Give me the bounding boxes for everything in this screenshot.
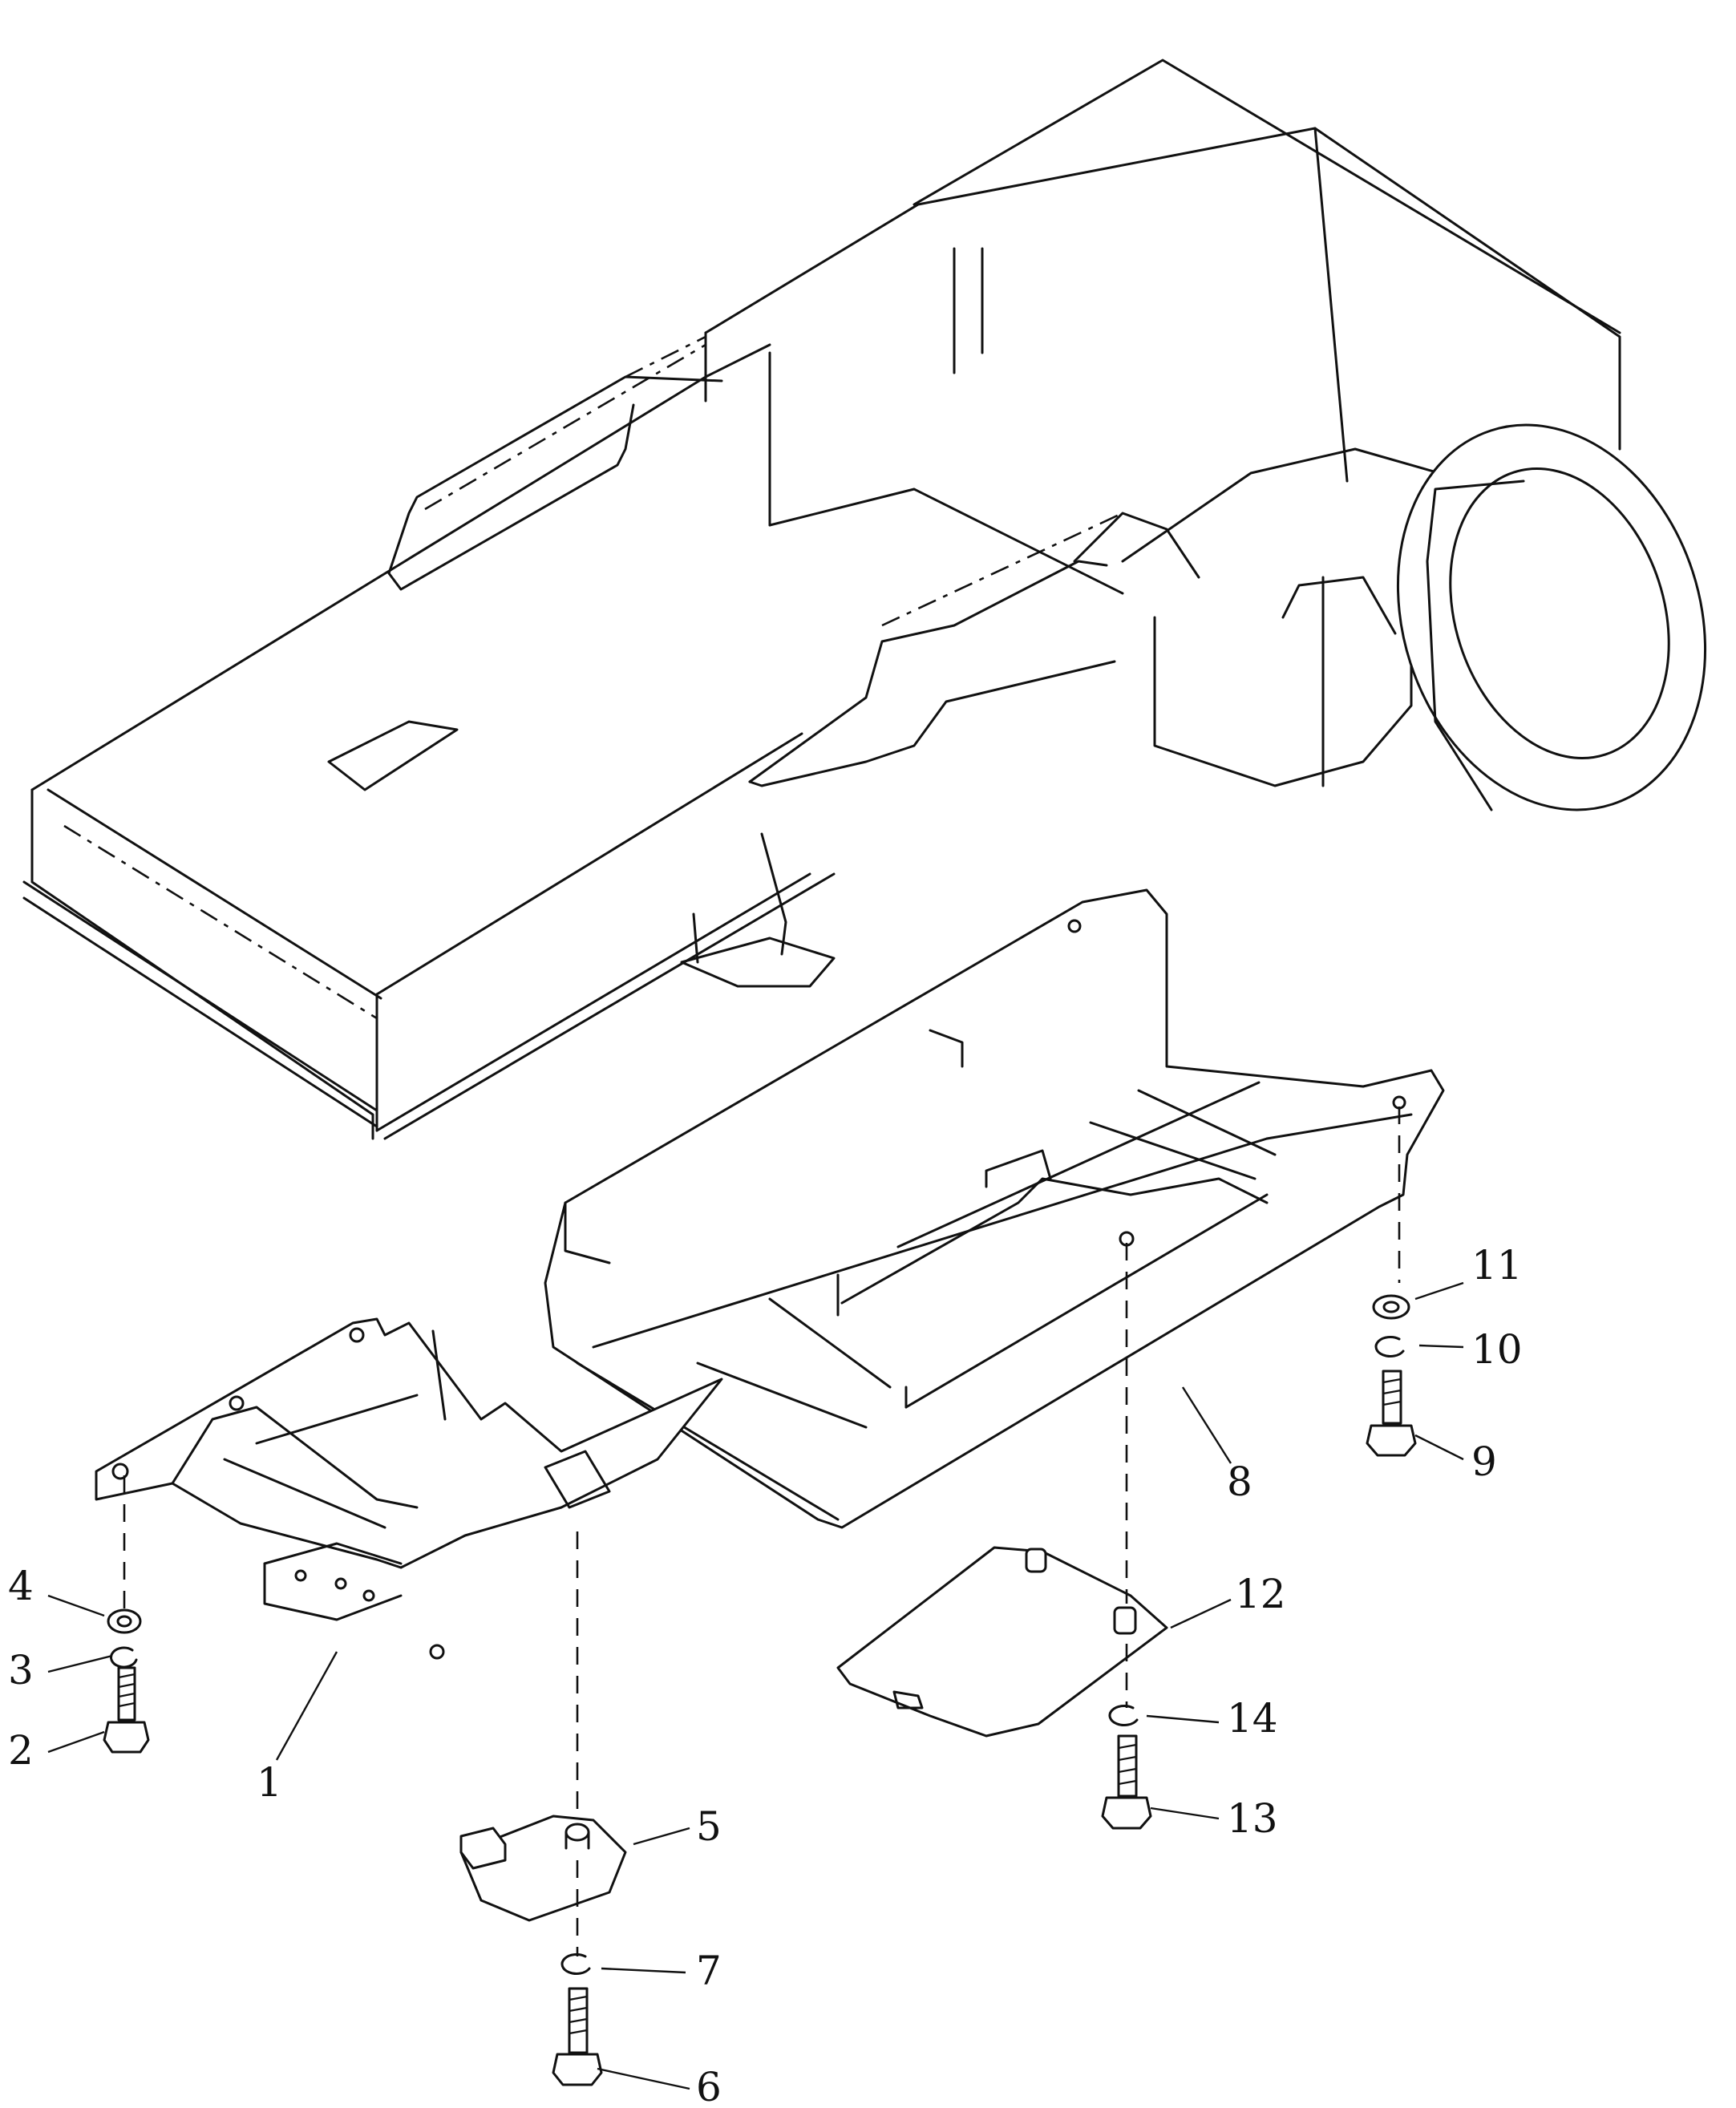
part-1-guard (95, 1317, 723, 1660)
bolt-9 (1366, 1370, 1417, 1457)
machine-frame (22, 59, 1707, 1140)
spring-washer-3 (110, 1646, 138, 1669)
leader-lines (47, 1281, 1464, 2090)
bolt-2 (103, 1666, 150, 1754)
callout-4: 4 (8, 1563, 34, 1609)
callout-11: 11 (1471, 1242, 1523, 1289)
callout-13: 13 (1227, 1795, 1278, 1842)
bolt-13 (1101, 1734, 1152, 1830)
callout-1: 1 (257, 1759, 282, 1806)
callout-labels: 1 2 3 4 5 6 7 8 9 10 11 12 13 14 (8, 1242, 1523, 2108)
callout-3: 3 (8, 1647, 34, 1693)
washer-4 (107, 1608, 142, 1634)
callout-12: 12 (1235, 1571, 1286, 1617)
callout-5: 5 (696, 1803, 722, 1850)
callout-6: 6 (696, 2064, 722, 2108)
part-5-cover (459, 1815, 627, 1922)
spring-washer-10 (1374, 1336, 1405, 1357)
callout-7: 7 (696, 1948, 722, 1994)
callout-2: 2 (8, 1727, 34, 1774)
callout-14: 14 (1227, 1695, 1278, 1742)
bolt-6 (552, 1987, 603, 2086)
callout-10: 10 (1471, 1326, 1523, 1373)
spring-washer-14 (1108, 1705, 1139, 1726)
spring-washer-7 (560, 1953, 591, 1975)
part-8-guard (544, 888, 1445, 1529)
assembly-axes (123, 1107, 1401, 1956)
part-12-cover (836, 1546, 1168, 1738)
callout-8: 8 (1227, 1459, 1252, 1505)
callout-9: 9 (1471, 1438, 1497, 1485)
washer-11 (1372, 1294, 1410, 1320)
